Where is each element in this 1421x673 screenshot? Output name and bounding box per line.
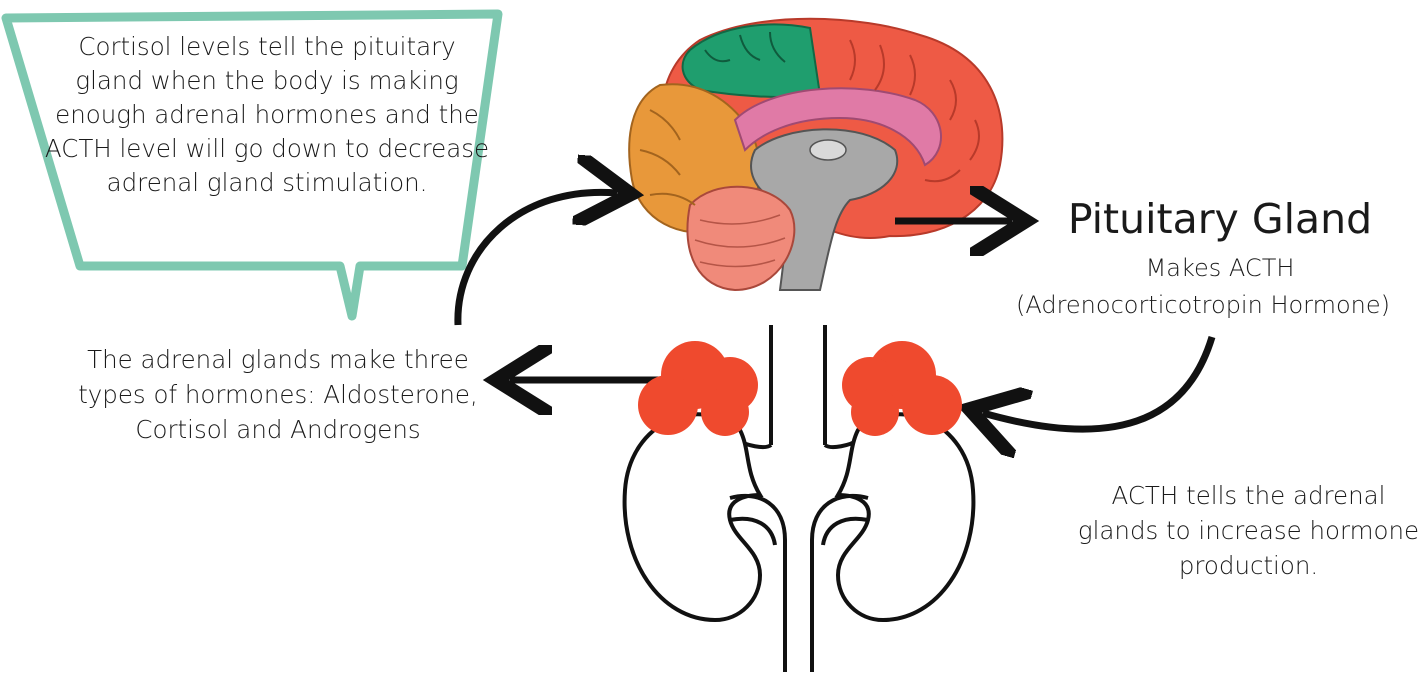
arrow-feedback-to-brain	[458, 192, 617, 325]
adrenal-hormones-text: The adrenal glands make three types of h…	[58, 342, 498, 447]
makes-acth-label: Makes ACTH	[1020, 252, 1420, 284]
pituitary-gland-title: Pituitary Gland	[1020, 192, 1420, 246]
acth-function-text: ACTH tells the adrenal glands to increas…	[1076, 478, 1421, 583]
arrow-acth-to-adrenal	[983, 337, 1212, 429]
brain-illustration	[629, 19, 1002, 290]
cortisol-feedback-text: Cortisol levels tell the pituitary gland…	[44, 30, 490, 200]
acth-full-name-label: (Adrenocorticotropin Hormone)	[985, 289, 1421, 321]
